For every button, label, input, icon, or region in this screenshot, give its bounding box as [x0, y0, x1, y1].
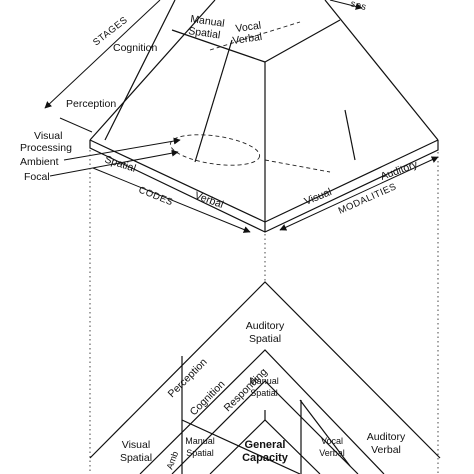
top-cube: [89, 0, 439, 233]
cross-diag-b: [299, 399, 351, 467]
cube-front-left: [89, 139, 266, 223]
stage-cognition-label: Cognition: [113, 42, 158, 54]
auditory-verbal-line-2: Verbal: [371, 444, 401, 456]
manual-spatial-left-line-2: Spatial: [186, 448, 214, 458]
code-verbal-label: Verbal: [193, 190, 225, 211]
manual-spatial-left-line-1: Manual: [185, 436, 215, 446]
auditory-spatial-line-1: Auditory: [246, 320, 285, 332]
projection-lines: [89, 150, 439, 474]
manual-spatial-label-2: Spatial: [188, 25, 221, 41]
modality-visual-label: Visual: [303, 186, 334, 208]
focal-region-ellipse: [169, 134, 261, 166]
vocal-verbal-label-1: Vocal: [235, 20, 262, 35]
top-labels: STAGES ses CODES MODALITIES Cognition Pe…: [20, 0, 420, 217]
stages-axis-arrow: [44, 0, 161, 109]
modalities-axis-arrow: [279, 156, 439, 231]
perception-pointer: [59, 117, 93, 133]
bottom-diamonds: [89, 281, 441, 474]
top-face-right: [264, 19, 341, 63]
top-face-hidden-edge: [209, 21, 301, 51]
focal-label: Focal: [24, 171, 50, 183]
manual-spatial-top-line-2: Spatial: [250, 388, 278, 398]
manual-spatial-label-1: Manual: [190, 13, 226, 30]
cross-diag-a: [181, 419, 301, 474]
outer-diamond: [89, 281, 441, 459]
bottom-labels: Auditory Spatial Auditory Verbal Visual …: [120, 320, 406, 471]
auditory-verbal-line-1: Auditory: [367, 431, 406, 443]
hidden-edge-a: [264, 159, 331, 173]
stage-divider: [104, 0, 176, 141]
visual-spatial-line-2: Spatial: [120, 452, 152, 464]
vocal-verbal-line-2: Verbal: [319, 448, 345, 458]
general-capacity-line-1: General: [245, 439, 286, 451]
ambient-label: Ambient: [20, 156, 59, 168]
responding-diamond: [171, 380, 359, 474]
vocal-verbal-line-1: Vocal: [321, 436, 343, 446]
stage-perception-label: Perception: [66, 98, 116, 110]
visual-processing-line-1: Visual: [34, 130, 62, 142]
visual-processing-pointers: [49, 117, 181, 177]
codes-axis-label: CODES: [137, 185, 175, 209]
cognition-stage-label: Cognition: [188, 378, 228, 418]
ambient-pointer: [63, 137, 181, 161]
cube-edge-left: [89, 0, 216, 141]
response-divider: [194, 39, 233, 163]
auditory-spatial-line-2: Spatial: [249, 333, 281, 345]
responses-axis-label: ses: [349, 0, 368, 13]
focal-pointer: [49, 149, 179, 177]
cube-edge-right: [324, 0, 439, 141]
visual-spatial-line-1: Visual: [122, 439, 150, 451]
general-capacity-line-2: Capacity: [242, 452, 289, 464]
codes-axis-arrow: [92, 167, 251, 233]
modality-divider: [344, 109, 356, 161]
axis-arrows: [44, 0, 439, 233]
visual-processing-line-2: Processing: [20, 142, 72, 154]
vocal-verbal-label-2: Verbal: [232, 31, 263, 47]
code-spatial-label: Spatial: [103, 153, 137, 174]
responses-axis-arrow: [329, 0, 363, 10]
manual-spatial-top-line-1: Manual: [249, 376, 279, 386]
top-face-left: [171, 29, 266, 63]
modality-auditory-label: Auditory: [379, 158, 420, 183]
